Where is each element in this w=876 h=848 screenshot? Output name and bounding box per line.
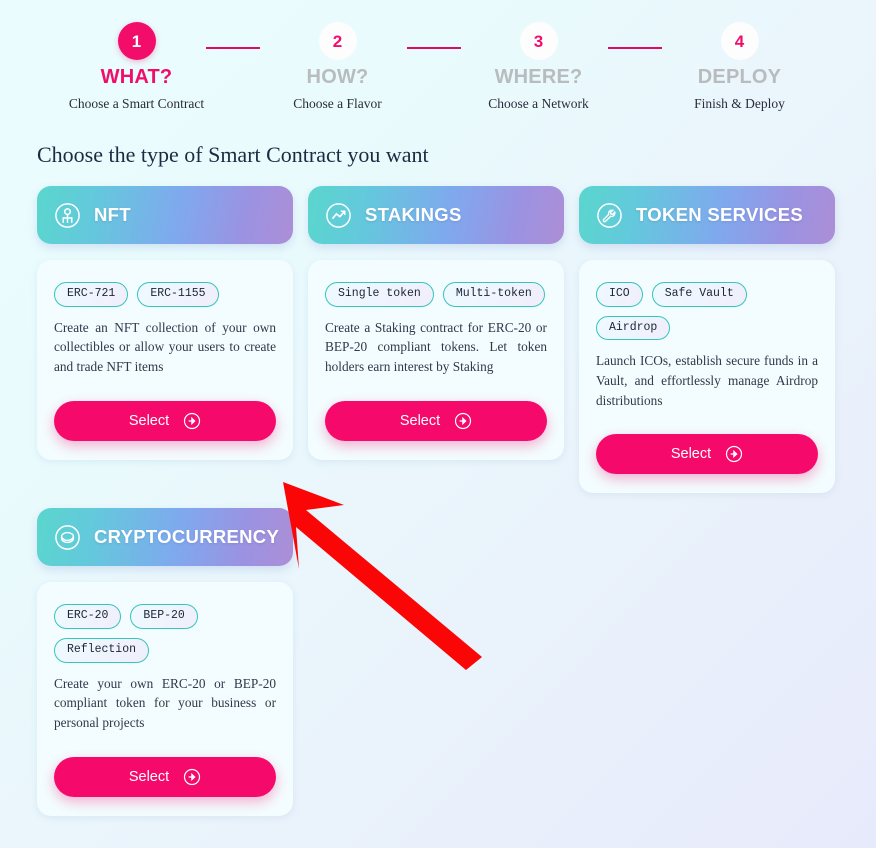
token-services-description: Launch ICOs, establish secure funds in a…	[596, 353, 818, 408]
step-4-subtitle: Finish & Deploy	[694, 96, 785, 111]
stakings-select-label: Select	[399, 412, 441, 429]
tag-airdrop[interactable]: Airdrop	[596, 315, 671, 341]
contract-type-grid: NFT ERC-721 ERC-1155 Create an NFT colle…	[37, 186, 847, 816]
token-services-header[interactable]: TOKEN SERVICES	[579, 186, 835, 244]
stepper-steps: 1 WHAT? Choose a Smart Contract 2 HOW? C…	[0, 22, 876, 112]
step-3-subtitle: Choose a Network	[488, 96, 589, 111]
arrow-right-circle-icon	[454, 412, 472, 430]
stakings-select-button[interactable]: Select	[325, 400, 547, 441]
stakings-card: Single token Multi-token Create a Stakin…	[308, 260, 564, 460]
step-3-title: WHERE?	[494, 66, 583, 88]
step-3-number: 3	[519, 22, 558, 60]
token-services-card: ICO Safe Vault Airdrop Launch ICOs, esta…	[579, 260, 835, 494]
step-4-deploy[interactable]: 4 DEPLOY Finish & Deploy	[639, 22, 840, 112]
nft-header[interactable]: NFT	[37, 186, 293, 244]
step-3-where[interactable]: 3 WHERE? Choose a Network	[438, 22, 639, 112]
trend-chart-icon	[325, 202, 352, 229]
tag-erc-1155[interactable]: ERC-1155	[137, 282, 219, 307]
token-services-select-button[interactable]: Select	[596, 434, 818, 475]
tag-reflection[interactable]: Reflection	[54, 637, 150, 663]
step-1-number: 1	[117, 22, 156, 60]
contract-type-cryptocurrency: CRYPTOCURRENCY ERC-20 BEP-20 Reflection …	[37, 508, 293, 816]
cryptocurrency-header-label: CRYPTOCURRENCY	[94, 526, 280, 548]
nft-header-label: NFT	[94, 204, 131, 225]
tag-erc-20[interactable]: ERC-20	[54, 604, 122, 629]
step-2-subtitle: Choose a Flavor	[293, 96, 382, 111]
step-2-title: HOW?	[306, 66, 369, 88]
step-4-number: 4	[720, 22, 759, 60]
step-1-subtitle: Choose a Smart Contract	[68, 96, 205, 111]
arrow-right-circle-icon	[725, 445, 743, 463]
cryptocurrency-card: ERC-20 BEP-20 Reflection Create your own…	[37, 582, 293, 816]
wrench-icon	[596, 202, 623, 229]
coin-icon	[54, 524, 81, 551]
contract-type-stakings: STAKINGS Single token Multi-token Create…	[308, 186, 564, 493]
step-2-number: 2	[318, 22, 357, 60]
tag-erc-721[interactable]: ERC-721	[54, 282, 129, 307]
token-services-select-label: Select	[670, 446, 712, 463]
contract-type-nft: NFT ERC-721 ERC-1155 Create an NFT colle…	[37, 186, 293, 493]
tag-safe-vault[interactable]: Safe Vault	[651, 282, 747, 307]
tag-ico[interactable]: ICO	[596, 282, 643, 307]
stakings-header-label: STAKINGS	[365, 204, 462, 225]
arrow-right-circle-icon	[183, 412, 201, 430]
contract-type-token-services: TOKEN SERVICES ICO Safe Vault Airdrop La…	[579, 186, 835, 494]
cryptocurrency-description: Create your own ERC-20 or BEP-20 complia…	[54, 675, 276, 730]
token-services-tags: ICO Safe Vault Airdrop	[596, 282, 818, 341]
tag-multi-token[interactable]: Multi-token	[442, 282, 545, 307]
token-services-header-label: TOKEN SERVICES	[636, 204, 803, 225]
step-connector-1-2	[206, 47, 260, 49]
step-2-how[interactable]: 2 HOW? Choose a Flavor	[237, 22, 438, 112]
cryptocurrency-select-button[interactable]: Select	[54, 756, 276, 797]
page-title: Choose the type of Smart Contract you wa…	[37, 142, 429, 167]
arrow-right-circle-icon	[183, 768, 201, 786]
tag-bep-20[interactable]: BEP-20	[130, 604, 198, 629]
tag-single-token[interactable]: Single token	[325, 282, 434, 307]
step-4-title: DEPLOY	[697, 66, 782, 88]
nft-select-button[interactable]: Select	[54, 400, 276, 441]
stakings-tags: Single token Multi-token	[325, 282, 547, 307]
progress-stepper: 1 WHAT? Choose a Smart Contract 2 HOW? C…	[0, 0, 876, 120]
step-1-title: WHAT?	[100, 66, 173, 88]
nft-select-label: Select	[128, 412, 170, 429]
stakings-header[interactable]: STAKINGS	[308, 186, 564, 244]
step-connector-3-4	[608, 47, 662, 49]
cryptocurrency-tags: ERC-20 BEP-20 Reflection	[54, 604, 276, 663]
cryptocurrency-select-label: Select	[128, 768, 170, 785]
stakings-description: Create a Staking contract for ERC-20 or …	[325, 319, 547, 374]
step-connector-2-3	[407, 47, 461, 49]
step-1-what[interactable]: 1 WHAT? Choose a Smart Contract	[36, 22, 237, 112]
nft-description: Create an NFT collection of your own col…	[54, 319, 276, 374]
nft-tags: ERC-721 ERC-1155	[54, 282, 276, 307]
nft-card: ERC-721 ERC-1155 Create an NFT collectio…	[37, 260, 293, 460]
cryptocurrency-header[interactable]: CRYPTOCURRENCY	[37, 508, 293, 567]
nft-badge-icon	[54, 202, 81, 229]
